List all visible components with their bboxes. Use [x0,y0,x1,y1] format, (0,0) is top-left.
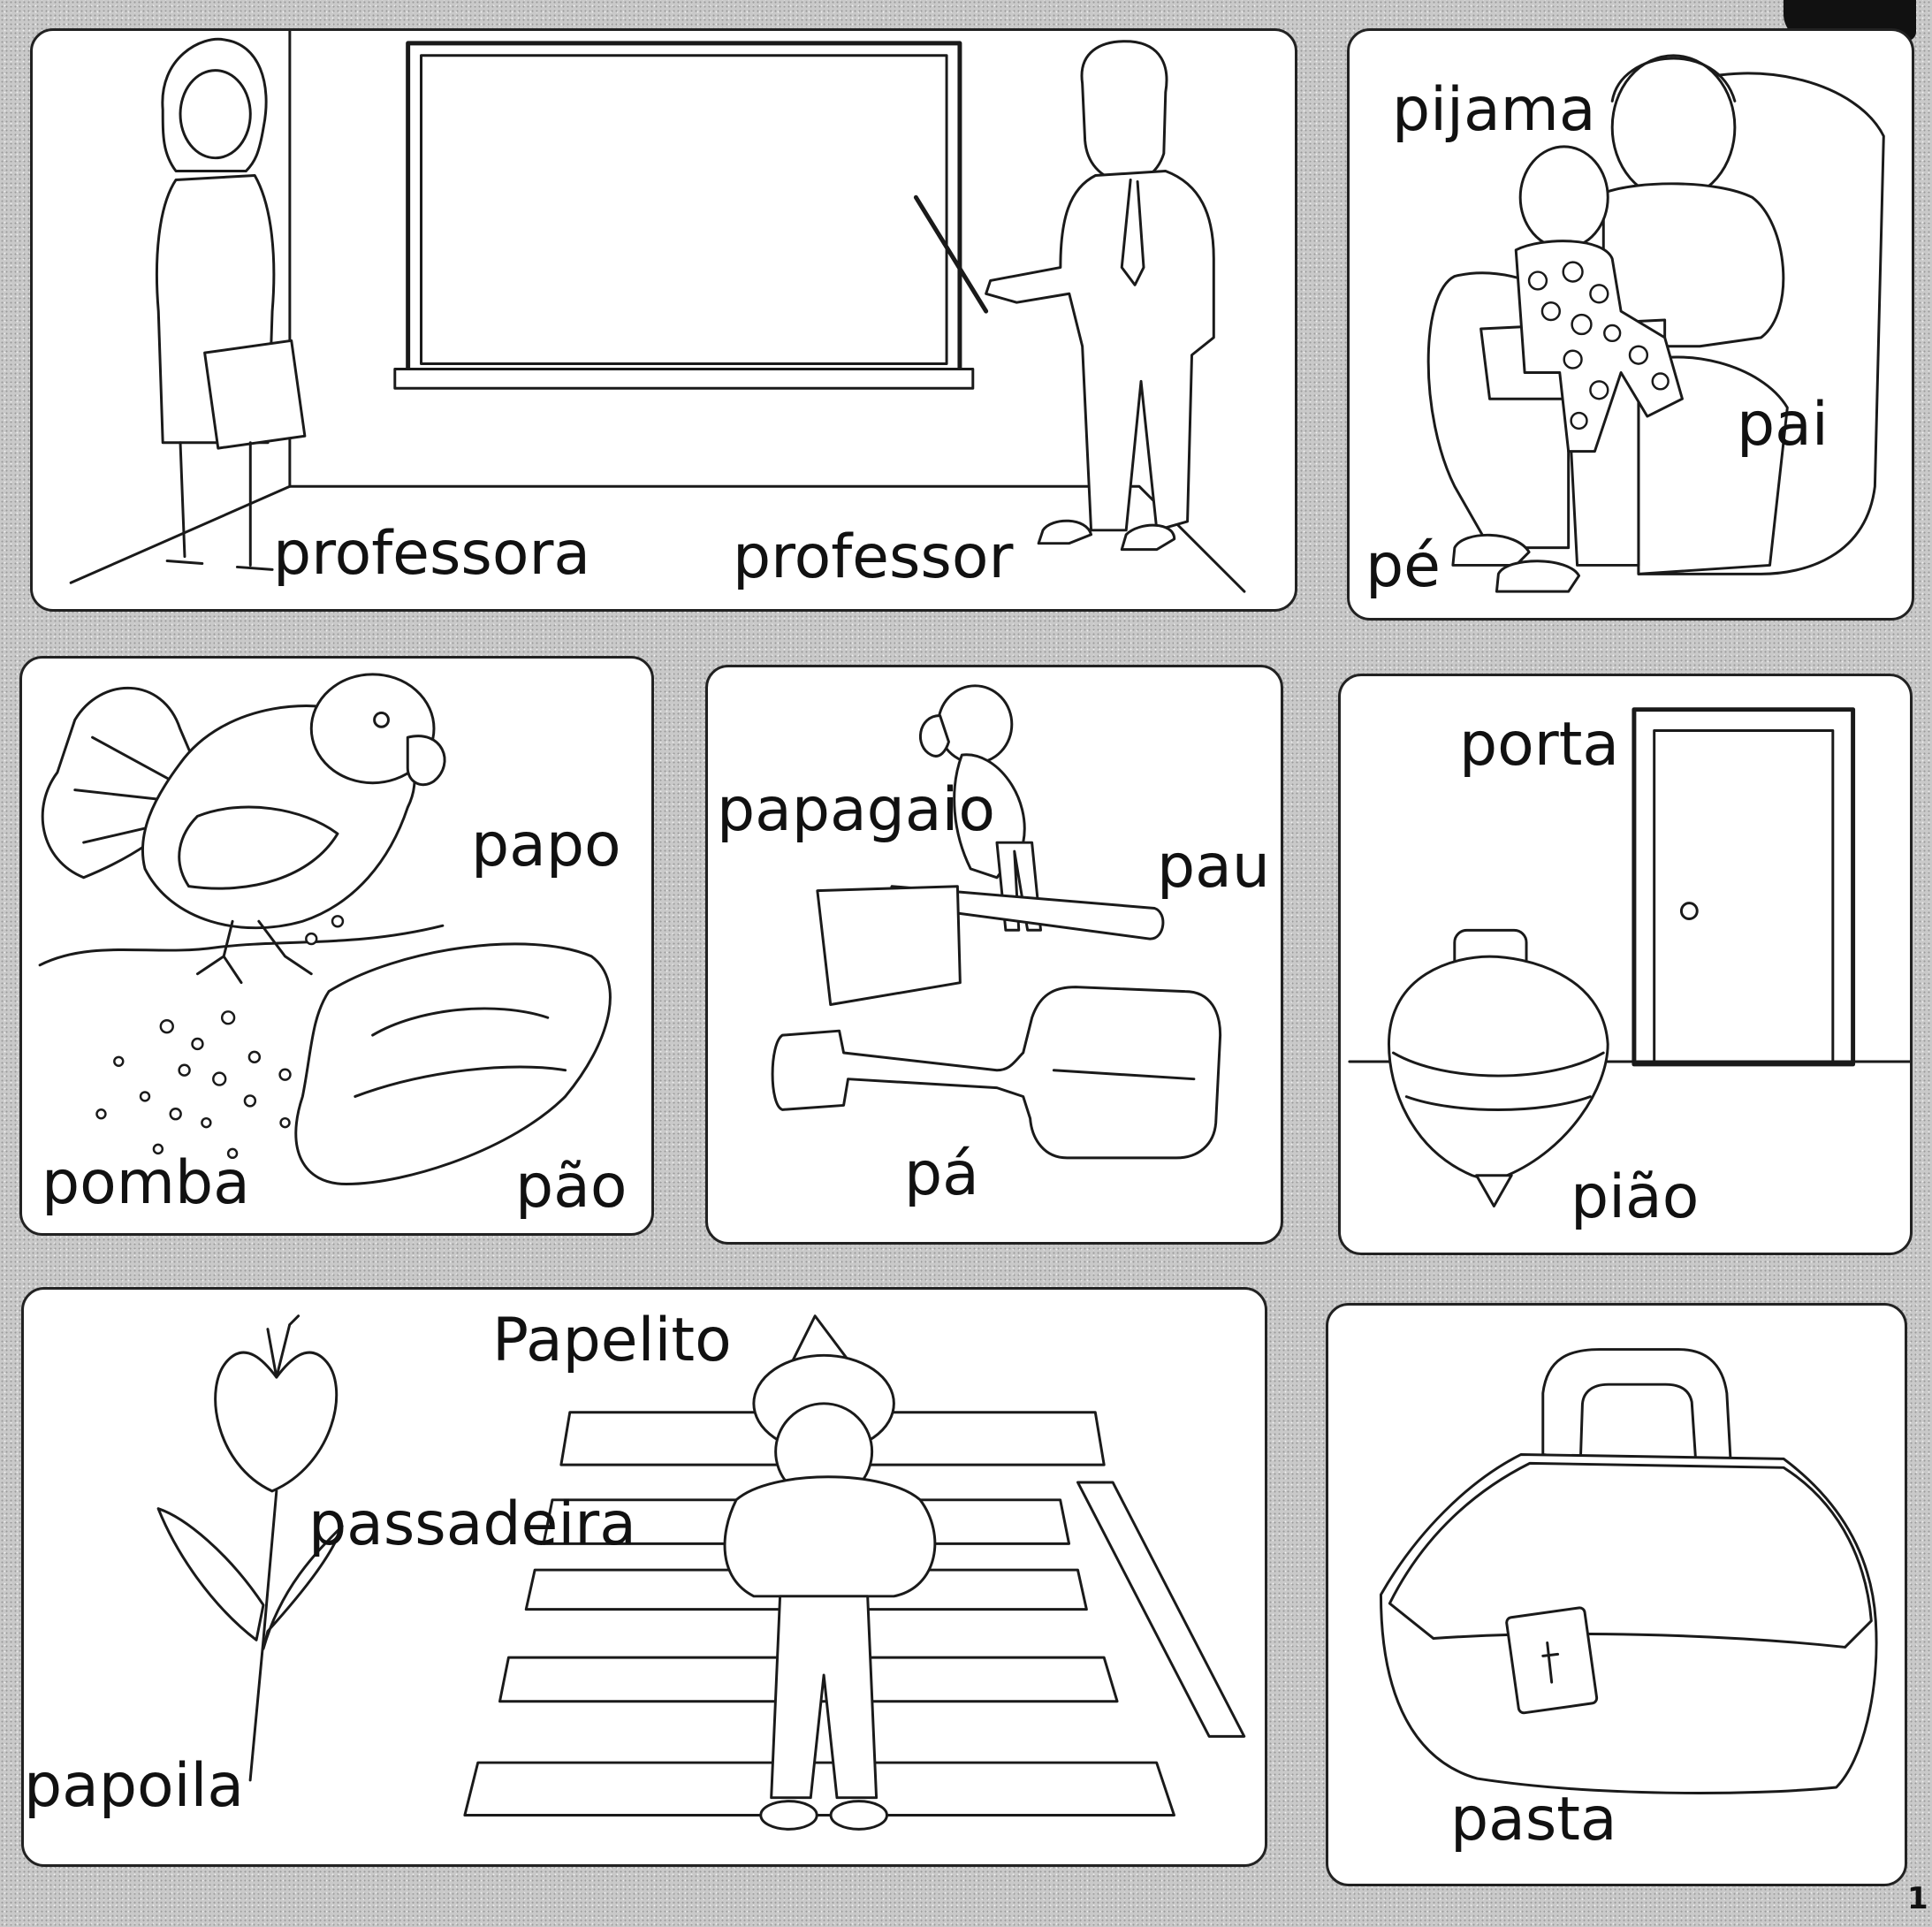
card-clown: Papelito passadeira papoila [21,1287,1267,1867]
word-pao: pão [515,1152,628,1222]
card-father: pijama pai pé [1347,28,1914,621]
classroom-illustration [69,31,1246,593]
parrot-shovel-illustration [771,684,1222,1160]
word-pijama: pijama [1392,75,1596,145]
pajama-spots [1527,261,1670,430]
word-pau: pau [1157,832,1270,902]
word-professora: professora [273,519,591,589]
word-papoila: papoila [24,1751,245,1821]
poppy-flower [156,1314,344,1782]
word-passadeira: passadeira [308,1489,636,1559]
clown-crosswalk-illustration [156,1314,1246,1831]
word-pai: pai [1737,390,1829,460]
word-pe: pé [1365,531,1441,601]
word-papagaio: papagaio [717,775,995,845]
word-porta: porta [1459,710,1620,780]
pigeon-bread-illustration [38,673,612,1185]
father-son-illustration [1426,54,1885,593]
word-pa: pá [904,1139,979,1209]
card-parrot: papagaio pau pá [705,665,1283,1245]
card-classroom: professora professor [30,28,1297,612]
word-papo: papo [471,811,621,880]
spinning-top [1388,928,1609,1207]
word-professor: professor [733,522,1014,592]
word-pomba: pomba [42,1148,250,1218]
word-piao: pião [1571,1162,1700,1232]
male-teacher [913,40,1215,552]
school-bag-illustration [1379,1348,1878,1794]
word-pasta: pasta [1450,1785,1617,1855]
door-spinning-top-illustration [1348,707,1910,1207]
female-teacher [155,37,307,571]
card-bag: pasta [1326,1303,1907,1886]
page-number: 1 [1907,1881,1928,1916]
word-papelito: Papelito [492,1306,732,1375]
card-door: porta pião [1338,674,1913,1255]
crumbs [95,915,345,1160]
card-pigeon: papo pomba pão [19,656,654,1236]
clown [723,1314,937,1831]
